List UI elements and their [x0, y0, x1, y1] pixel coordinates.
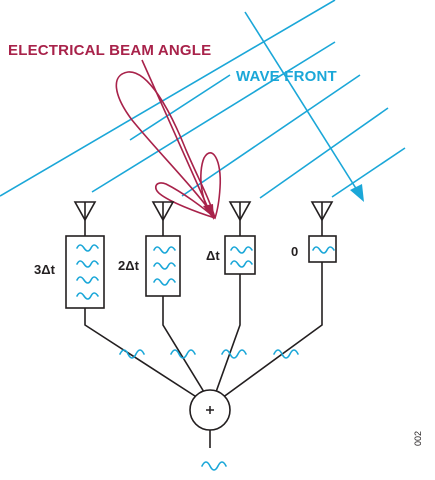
antenna-icon — [310, 201, 334, 236]
wave-front-lines — [0, 0, 406, 199]
propagation-arrow — [244, 11, 364, 202]
wave-front-label: WAVE FRONT — [236, 68, 337, 85]
wave-front-line-6 — [129, 74, 231, 141]
sine-wave-icon — [153, 246, 176, 254]
sine-wave-icon — [153, 278, 176, 286]
sine-wave-icon — [230, 246, 253, 254]
sine-wave-icon — [170, 349, 196, 359]
sine-wave-icon — [76, 244, 99, 252]
delay-label-0: 0 — [291, 244, 299, 259]
antenna-icon — [151, 201, 175, 236]
antennas — [73, 201, 334, 236]
beam-angle-label: ELECTRICAL BEAM ANGLE — [8, 42, 212, 59]
wave-front-line-2 — [91, 41, 336, 193]
antenna-icon — [73, 201, 97, 236]
delay-label-2dt: 2Δt — [118, 258, 139, 273]
summing-junction — [189, 389, 231, 431]
wave-front-line-1 — [0, 0, 336, 197]
sine-wave-icon — [119, 349, 145, 359]
sine-wave-icon — [273, 349, 299, 359]
wave-front-line-3 — [181, 74, 361, 197]
sine-wave-icon — [201, 461, 227, 471]
delay-label-dt: Δt — [206, 248, 220, 263]
sine-wave-icon — [76, 276, 99, 284]
wave-front-line-5 — [331, 147, 406, 198]
sine-wave-icon — [221, 349, 247, 359]
wave-front-line-4 — [259, 107, 389, 199]
beam-pattern — [115, 71, 222, 220]
beam-angle-arrow — [141, 59, 214, 220]
delay-box-dt — [224, 235, 256, 275]
side-lobe-right — [200, 152, 222, 220]
sine-wave-icon — [312, 246, 335, 254]
side-lobe-left — [154, 182, 216, 219]
delay-label-3dt: 3Δt — [34, 262, 55, 277]
signal-squiggles — [119, 349, 299, 471]
feed-lines — [84, 262, 323, 448]
antenna-icon — [228, 201, 252, 236]
sine-wave-icon — [76, 292, 99, 300]
sine-wave-icon — [76, 260, 99, 268]
delay-squiggles — [76, 244, 335, 300]
sine-wave-icon — [230, 260, 253, 268]
main-lobe — [115, 71, 216, 219]
sine-wave-icon — [153, 262, 176, 270]
figure-id: 002 — [413, 430, 423, 446]
